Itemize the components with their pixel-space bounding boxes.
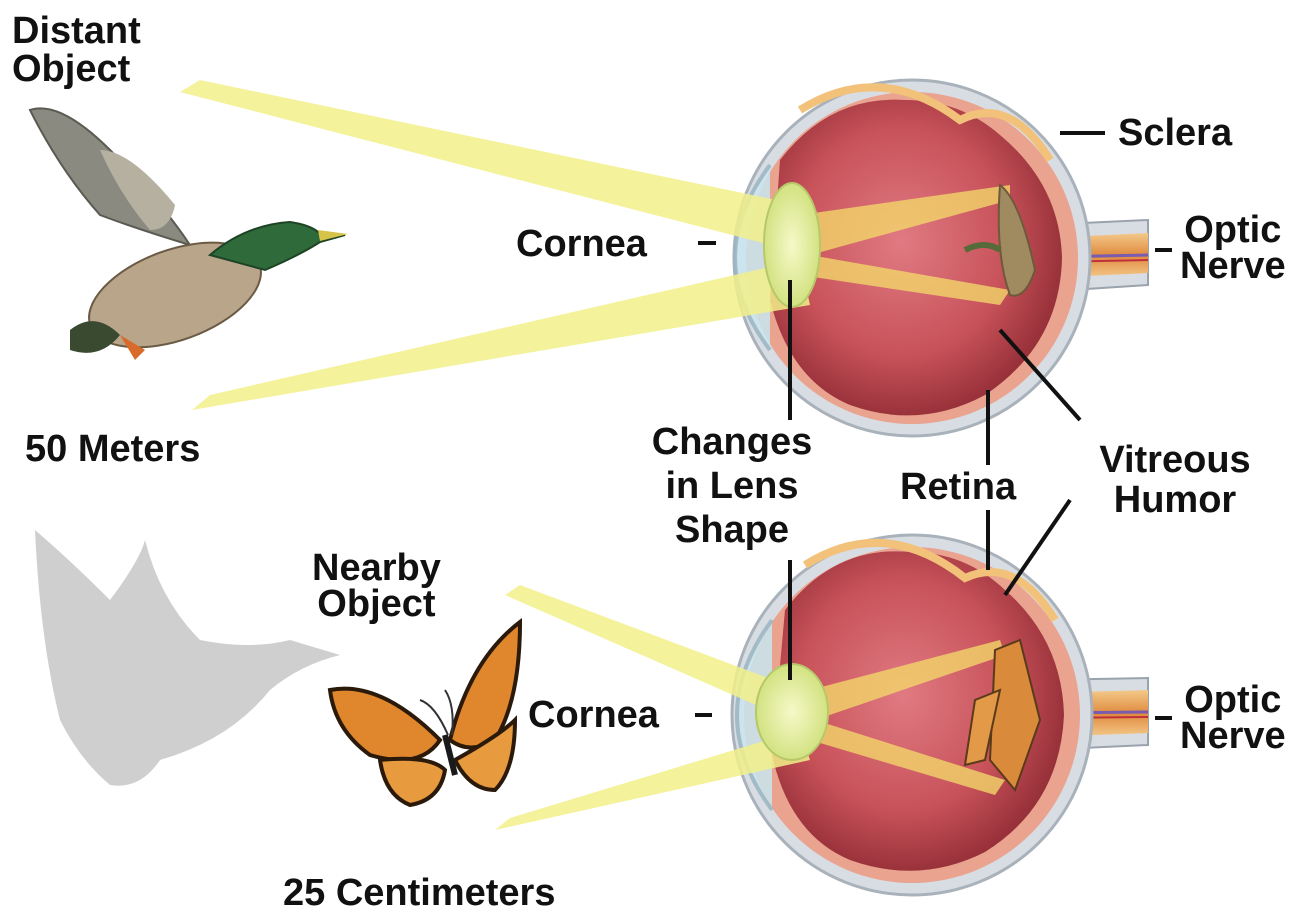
distance-far-label: 50 Meters (25, 430, 200, 468)
distance-near-label: 25 Centimeters (283, 874, 555, 912)
vitreous-humor-line2: Humor (1080, 480, 1270, 520)
vitreous-humor-line1: Vitreous (1080, 440, 1270, 480)
distant-object-line1: Distant (12, 12, 141, 50)
optic-nerve-top-label: Optic Nerve (1180, 212, 1286, 284)
optic-nerve-top-line2: Nerve (1180, 248, 1286, 284)
nearby-object-label: Nearby Object (312, 550, 441, 622)
retina-label: Retina (900, 468, 1016, 506)
lens-change-line3: Shape (632, 508, 832, 552)
lens-change-label: Changes in Lens Shape (632, 420, 832, 552)
optic-nerve-top-line1: Optic (1180, 212, 1286, 248)
light-beam-top-lower (192, 260, 810, 410)
optic-nerve-bottom-line1: Optic (1180, 682, 1286, 718)
optic-nerve-bottom-line2: Nerve (1180, 718, 1286, 754)
nearby-object-line1: Nearby (312, 550, 441, 586)
top-eye (180, 80, 1148, 436)
optic-nerve-bottom-label: Optic Nerve (1180, 682, 1286, 754)
cornea-bottom-label: Cornea (528, 696, 659, 734)
cornea-top-label: Cornea (516, 225, 647, 263)
distant-object-label: Distant Object (12, 12, 141, 88)
nearby-object-line2: Object (312, 586, 441, 622)
sclera-label: Sclera (1118, 114, 1232, 152)
distant-object-line2: Object (12, 50, 141, 88)
lens-change-line1: Changes (632, 420, 832, 464)
duck-illustration (30, 108, 348, 368)
butterfly-illustration (330, 622, 520, 805)
duck-shadow (35, 530, 340, 786)
vitreous-humor-label: Vitreous Humor (1080, 440, 1270, 520)
lens-change-line2: in Lens (632, 464, 832, 508)
